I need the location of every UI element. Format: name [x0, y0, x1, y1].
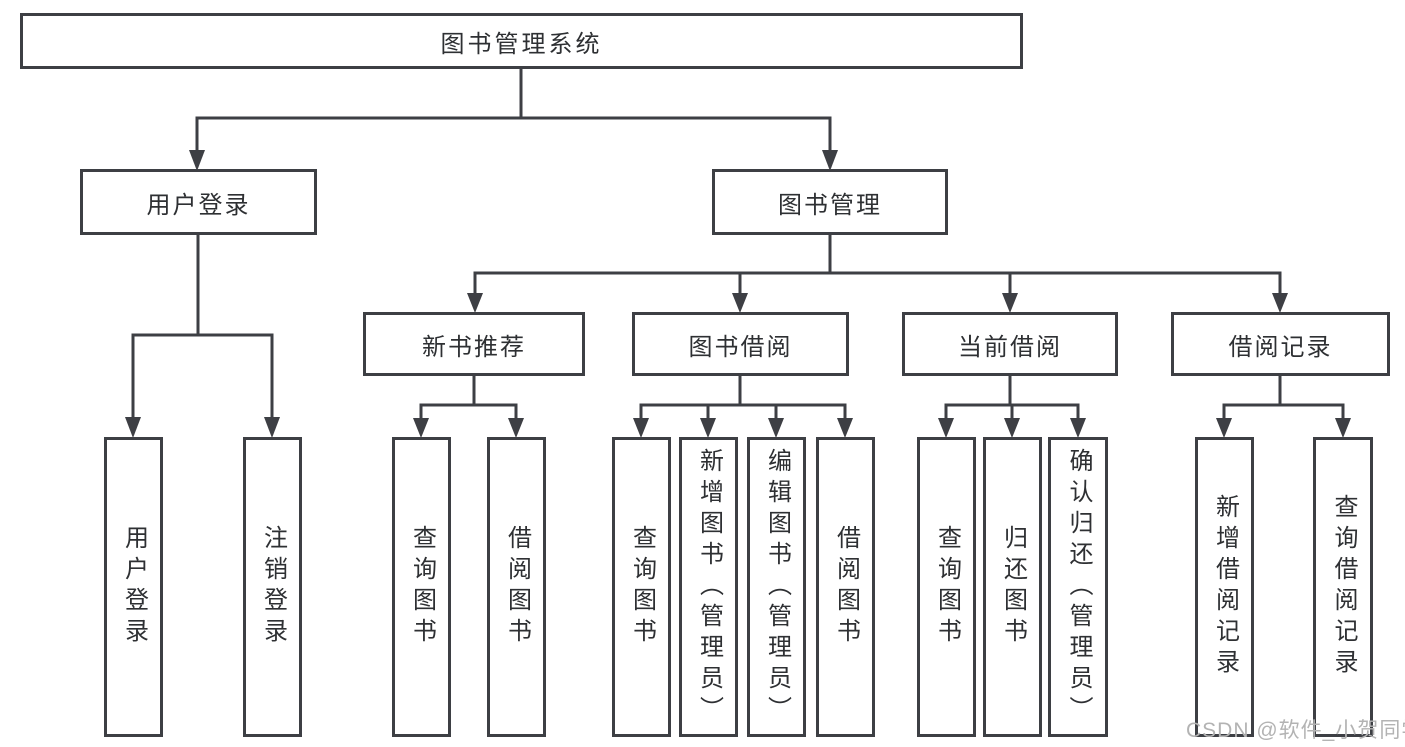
node-label: 当前借阅 [958, 333, 1062, 361]
leaf-label: 查询图书 [933, 525, 961, 649]
node-label: 图书管理系统 [440, 30, 603, 58]
leaf-add-books-admin: 新增图书（管理员） [679, 437, 738, 737]
connector-new-book-children [413, 376, 524, 438]
node-label: 新书推荐 [422, 333, 526, 361]
leaf-query-books-current: 查询图书 [917, 437, 976, 737]
node-library-management-system: 图书管理系统 [20, 13, 1023, 69]
node-user-login: 用户登录 [80, 169, 317, 235]
leaf-label: 借阅图书 [503, 525, 531, 649]
node-label: 用户登录 [146, 191, 251, 219]
node-label: 图书管理 [778, 191, 882, 219]
connector-book-borrow-children [633, 376, 853, 438]
connector-book-management-to-level3 [467, 235, 1288, 313]
csdn-watermark: CSDN @软件_小贺同学 [1186, 719, 1405, 742]
leaf-label: 查询借阅记录 [1330, 494, 1357, 680]
leaf-label: 新增图书（管理员） [695, 447, 723, 727]
leaf-label: 归还图书 [999, 525, 1027, 649]
node-borrowing-records: 借阅记录 [1171, 312, 1390, 376]
leaf-label: 查询图书 [628, 525, 656, 649]
connector-user-login-children [125, 235, 280, 438]
leaf-label: 注销登录 [259, 525, 287, 649]
leaf-label: 借阅图书 [832, 525, 860, 649]
node-label: 图书借阅 [688, 333, 793, 361]
leaf-confirm-return-admin: 确认归还（管理员） [1048, 437, 1108, 737]
leaf-query-books-recommend: 查询图书 [392, 437, 451, 737]
node-book-management: 图书管理 [712, 169, 948, 235]
leaf-label: 编辑图书（管理员） [763, 447, 791, 727]
leaf-borrow-books: 借阅图书 [816, 437, 875, 737]
leaf-borrow-books-recommend: 借阅图书 [487, 437, 546, 737]
leaf-label: 查询图书 [408, 525, 436, 649]
leaf-logout: 注销登录 [243, 437, 302, 737]
leaf-query-books-borrow: 查询图书 [612, 437, 671, 737]
connector-root-to-level2 [189, 68, 838, 171]
node-label: 借阅记录 [1228, 333, 1333, 361]
leaf-label: 确认归还（管理员） [1065, 447, 1092, 727]
leaf-label: 用户登录 [120, 525, 148, 649]
leaf-edit-books-admin: 编辑图书（管理员） [747, 437, 806, 737]
leaf-add-borrow-record: 新增借阅记录 [1195, 437, 1254, 737]
connector-current-borrow-children [938, 376, 1086, 438]
leaf-user-login: 用户登录 [104, 437, 163, 737]
leaf-return-books: 归还图书 [983, 437, 1042, 737]
node-current-borrowing: 当前借阅 [902, 312, 1118, 376]
node-book-borrowing: 图书借阅 [632, 312, 849, 376]
leaf-label: 新增借阅记录 [1211, 494, 1239, 680]
connector-borrow-record-children [1216, 376, 1351, 438]
leaf-query-borrow-record: 查询借阅记录 [1313, 437, 1373, 737]
node-new-book-recommendation: 新书推荐 [363, 312, 585, 376]
